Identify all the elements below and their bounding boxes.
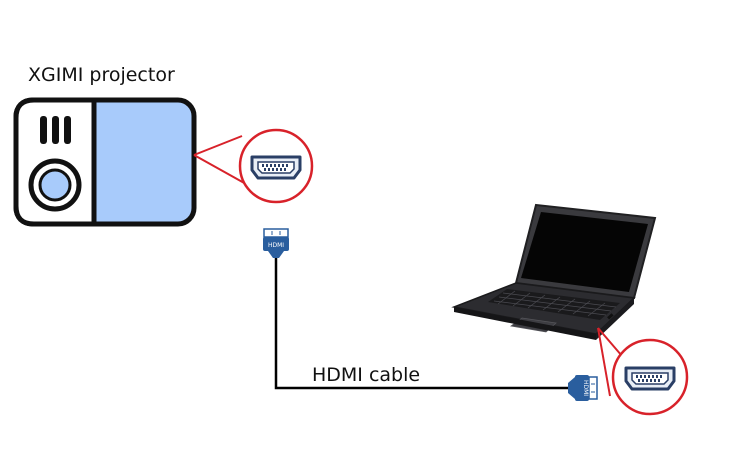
hdmi-port-icon [624, 366, 676, 391]
hdmi-connector-icon: HDMI [263, 228, 289, 258]
connector-bottom-label: HDMI [582, 380, 589, 396]
projector-icon [13, 97, 197, 227]
hdmi-connector-icon: HDMI [568, 375, 598, 401]
laptop-icon [451, 203, 657, 340]
hdmi-port-icon [250, 155, 302, 180]
cable-label: HDMI cable [312, 364, 421, 386]
connector-top-label: HDMI [268, 242, 284, 249]
hdmi-cable [274, 256, 570, 390]
projector-label: XGIMI projector [28, 64, 175, 86]
